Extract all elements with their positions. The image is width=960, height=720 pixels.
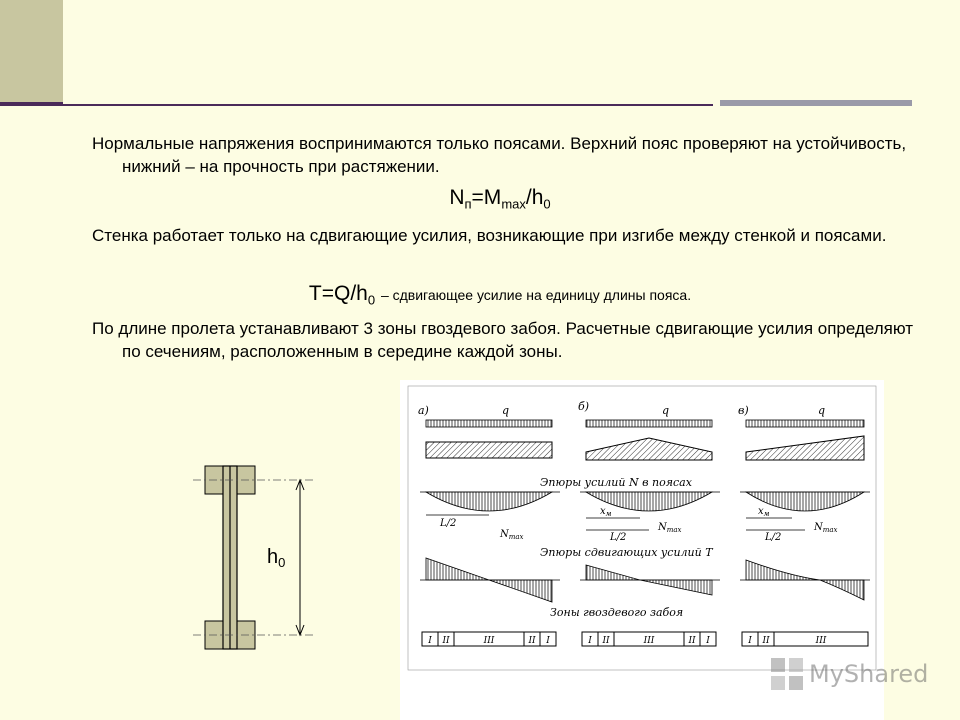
watermark-logo-icon [771,658,803,690]
watermark-text: MyShared [809,660,929,688]
zone-a-4: II [527,636,536,646]
case-label-b: б) [578,400,589,413]
zone-b-2: II [601,636,610,646]
xm-label-b: xм [600,506,612,518]
ibeam-web [222,465,238,650]
case-label-a: а) [418,404,429,417]
span-half-b: L/2 [609,532,626,543]
formula-chord-force: Nп=Mmax/h0 [449,186,551,212]
nmax-label-a: Nmax [499,529,524,541]
span-half-c: L/2 [764,532,781,543]
nmax-label-c: Nmax [813,522,838,534]
zone-b-1: I [587,636,592,646]
zone-a-5: I [545,636,550,646]
watermark: MyShared [767,654,929,698]
n-diagrams [420,491,870,531]
zone-a-2: II [441,636,450,646]
zone-c-2: II [761,636,770,646]
load-bars [425,419,865,428]
nmax-label-b: Nmax [657,522,682,534]
zone-b-5: I [705,636,710,646]
beam-force-diagrams: а) б) в) q q q Эпюры усилий N в поясах L… [400,380,884,720]
caption-chord-forces: Эпюры усилий N в поясах [540,476,693,489]
zone-c-3: III [815,636,827,646]
zone-c-1: I [747,636,752,646]
zone-b-4: II [687,636,696,646]
zone-b-3: III [643,636,655,646]
zone-a-3: III [483,636,495,646]
title-accent-block [0,0,63,104]
load-label-a: q [502,404,509,417]
xm-label-c: xм [758,506,770,518]
ibeam-section-diagram: h0 [193,465,315,650]
span-half-a: L/2 [439,518,456,529]
paragraph-nail-zones: По длине пролета устанавливают 3 зоны гв… [92,319,914,361]
load-label-b: q [662,404,669,417]
dimension-line-h0 [295,478,305,637]
beam-elevations [425,435,865,461]
title-rule-right [720,100,912,106]
t-diagrams [420,557,870,603]
title-rule [63,104,713,106]
zone-strips [421,631,869,647]
zone-a-1: I [427,636,432,646]
caption-shear-forces: Эпюры сдвигающих усилий T [540,546,714,559]
title-rule-left [0,102,63,106]
h0-label: h0 [267,546,285,570]
formula-shear-force: T=Q/h0 – сдвигающее усилие на единицу дл… [308,282,692,308]
paragraph-normal-stress: Нормальные напряжения воспринимаются тол… [92,134,907,176]
case-label-c: в) [738,404,749,417]
load-label-c: q [818,404,825,417]
caption-nail-zones: Зоны гвоздевого забоя [550,606,683,619]
ibeam-axes [193,479,315,636]
paragraph-web-shear: Стенка работает только на сдвигающие уси… [92,226,887,245]
